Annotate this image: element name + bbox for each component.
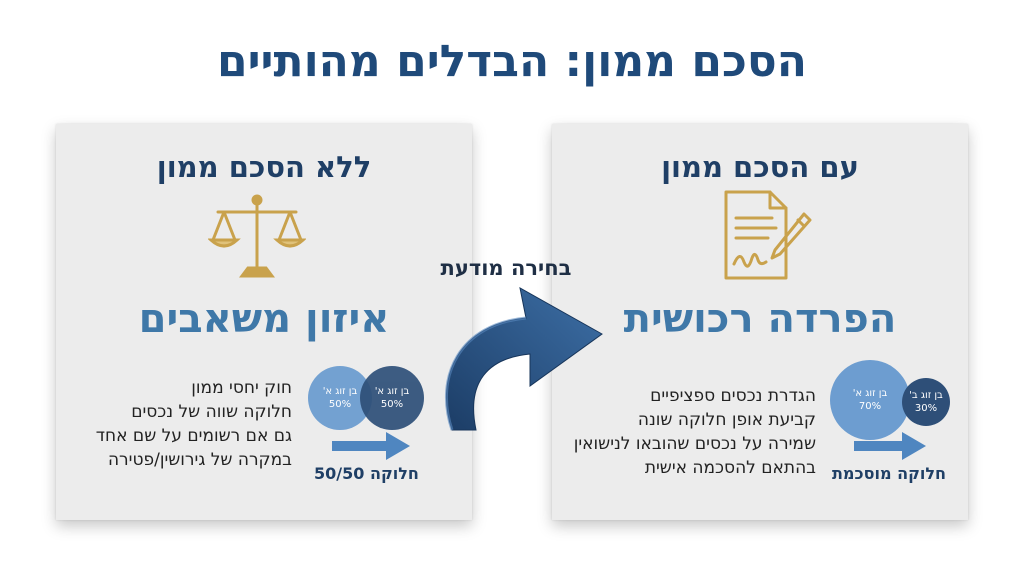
bullet-item: במקרה של גירושין/פטירה — [107, 450, 292, 470]
split-label: חלוקה מוסכמת — [832, 464, 947, 483]
circle-label: בן זוג א' — [374, 386, 410, 397]
bullet-item: הגדרת נכסים ספציפיים — [650, 386, 816, 406]
circle-label: בן זוג א' — [852, 388, 888, 399]
circle-label: בן זוג א' — [322, 386, 358, 397]
split-label: חלוקה 50/50 — [314, 464, 419, 483]
bullet-item: חוק יחסי ממון — [191, 378, 292, 398]
bullet-list: הגדרת נכסים ספציפיים קביעת אופן חלוקה שו… — [574, 384, 816, 480]
circle-value: 50% — [380, 399, 404, 410]
bullet-item: קביעת אופן חלוקה שונה — [637, 410, 816, 430]
card-subtitle: הפרדה רכושית — [623, 296, 897, 342]
circle-value: 30% — [914, 403, 938, 414]
circle-label: בן זוג ב' — [909, 390, 943, 401]
bullet-list: חוק יחסי ממון חלוקה שווה של נכסים גם אם … — [96, 376, 292, 472]
document-signature-icon — [724, 190, 812, 280]
arrow-right-icon — [332, 432, 410, 460]
arrow-right-icon — [854, 432, 926, 460]
partner-circle-b: בן זוג ב' 30% — [902, 378, 950, 426]
scales-icon — [208, 194, 306, 278]
curved-arrow-icon — [444, 287, 603, 431]
circle-value: 70% — [858, 401, 882, 412]
bullet-item: חלוקה שווה של נכסים — [131, 402, 292, 422]
bullet-item: בהתאם להסכמה אישית — [644, 458, 816, 478]
card-heading: עם הסכם ממון — [661, 150, 859, 184]
card-without-agreement: ללא הסכם ממון איזון משאבים בן זוג א' 50%… — [56, 124, 472, 520]
circle-value: 50% — [328, 399, 352, 410]
bullet-item: שמירה על נכסים שהובאו לנישואין — [573, 434, 816, 454]
partner-circle-b: בן זוג א' 50% — [360, 366, 424, 430]
page-title: הסכם ממון: הבדלים מהותיים — [216, 36, 808, 87]
card-with-agreement: עם הסכם ממון הפרדה רכושית בן זוג א' 70% … — [552, 124, 968, 520]
card-subtitle: איזון משאבים — [138, 296, 390, 342]
card-heading: ללא הסכם ממון — [156, 150, 372, 184]
bullet-item: גם אם רשומים על שם אחד — [95, 426, 292, 446]
partner-circle-a: בן זוג א' 70% — [830, 360, 910, 440]
center-label: בחירה מודעת — [440, 256, 572, 280]
